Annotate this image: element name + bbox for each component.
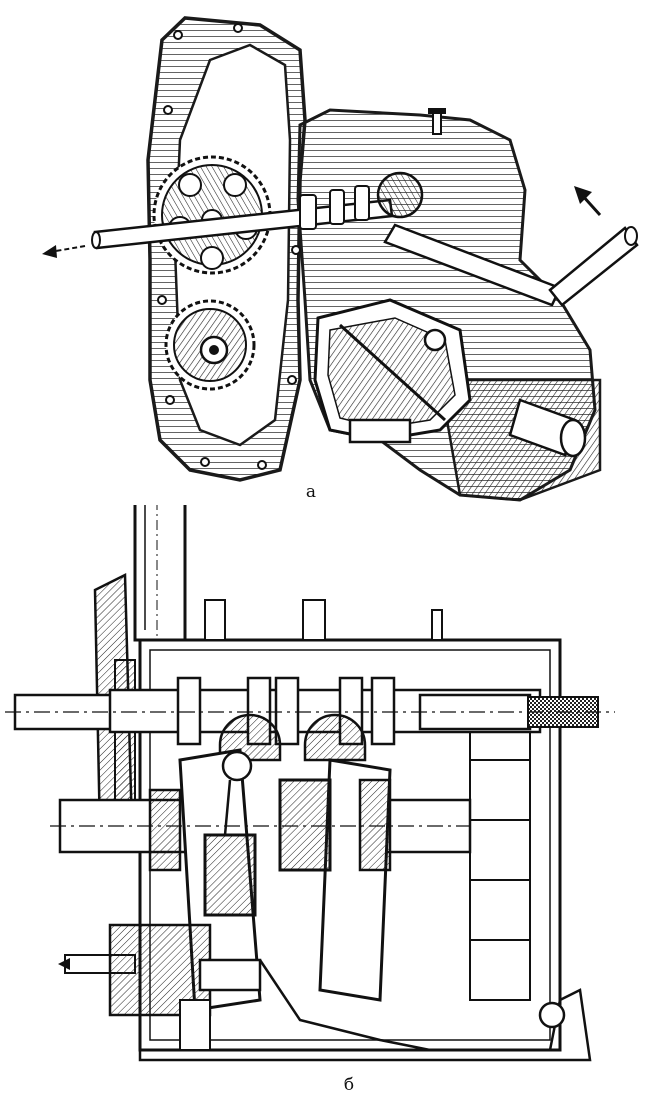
housing-studs	[204, 599, 443, 641]
lower-bracket	[313, 298, 472, 444]
oil-pump-section	[58, 923, 262, 1051]
connecting-rods	[203, 750, 332, 917]
up-right-arrow-icon	[574, 186, 602, 217]
camshaft-rod	[91, 171, 424, 250]
sump-bracket	[138, 959, 592, 1062]
figure-a-drawing: а	[42, 16, 639, 502]
figure-a: а	[0, 0, 660, 505]
extraction-tool	[383, 223, 639, 307]
crankshaft-gear	[164, 299, 256, 391]
left-arrow-icon	[42, 245, 86, 258]
oil-filler-tube	[133, 505, 187, 642]
main-bearings	[148, 778, 392, 872]
roller	[508, 398, 587, 458]
figure-b-drawing: б	[5, 505, 615, 1095]
figure-b-label: б	[344, 1075, 354, 1095]
camshaft-gear	[152, 155, 272, 275]
top-stud	[428, 108, 446, 135]
figure-b: б	[0, 505, 660, 1099]
tappets	[218, 713, 367, 762]
figure-a-label: а	[306, 482, 316, 502]
